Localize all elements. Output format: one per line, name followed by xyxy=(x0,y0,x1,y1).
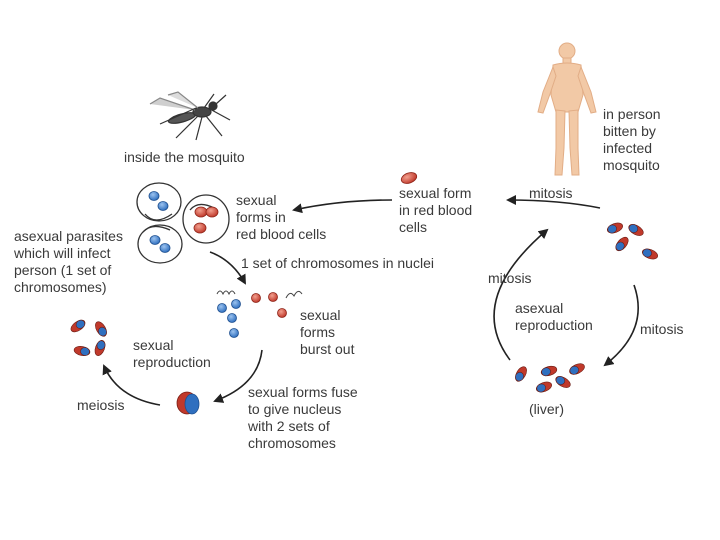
label-sexual-forms-fuse: sexual forms fuse to give nucleus with 2… xyxy=(248,384,358,451)
label-sexual-forms-in-rbc: sexual forms in red blood cells xyxy=(236,192,327,242)
arrow-mitosis-left xyxy=(493,228,549,361)
rbc-with-blue-cells xyxy=(136,182,230,264)
burst-blue-cells xyxy=(217,299,241,338)
fused-zygote xyxy=(176,391,200,415)
arrow-to-mosquito-rbc xyxy=(292,199,393,214)
arrow-fuse xyxy=(213,349,263,403)
label-mitosis-right: mitosis xyxy=(640,321,684,337)
label-meiosis: meiosis xyxy=(77,397,125,413)
blood-parasites-right xyxy=(607,222,658,260)
arrow-mitosis-top xyxy=(506,195,601,209)
burst-squiggles xyxy=(216,290,303,299)
cycle-arrows xyxy=(102,195,639,406)
blue-cells-in-rbc xyxy=(148,191,171,253)
label-one-set-chromosomes: 1 set of chromosomes in nuclei xyxy=(241,255,434,271)
label-sexual-forms-burst: sexual forms burst out xyxy=(300,307,355,357)
red-cells-in-rbc xyxy=(193,206,219,234)
arrow-burst xyxy=(209,251,246,285)
liver-parasites xyxy=(515,363,585,393)
sexual-form-cell xyxy=(400,172,418,184)
label-liver: (liver) xyxy=(529,401,564,417)
label-mitosis-top: mitosis xyxy=(529,185,573,201)
arrow-mitosis-right xyxy=(603,284,639,367)
label-sexual-form-in-rbc: sexual form in red blood cells xyxy=(399,185,473,235)
asexual-parasites-left xyxy=(70,319,107,356)
label-sexual-reproduction: sexual reproduction xyxy=(133,337,211,370)
human-figure-icon xyxy=(537,42,597,176)
label-asexual-parasites: asexual parasites which will infect pers… xyxy=(14,228,123,295)
label-mitosis-left: mitosis xyxy=(488,270,532,286)
label-inside-mosquito: inside the mosquito xyxy=(124,149,245,165)
label-asexual-reproduction: asexual reproduction xyxy=(515,300,593,333)
mosquito-icon xyxy=(149,91,231,141)
label-in-person: in person bitten by infected mosquito xyxy=(603,106,661,173)
burst-red-cells xyxy=(251,292,287,318)
arrow-meiosis xyxy=(102,364,161,406)
